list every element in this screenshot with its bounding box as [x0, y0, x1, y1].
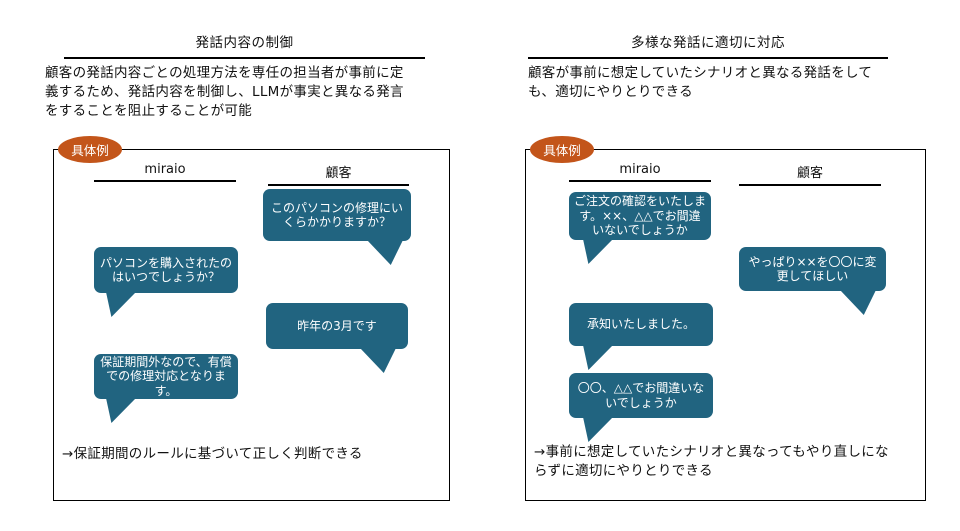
panel-title: 多様な発話に適切に対応: [631, 35, 785, 51]
chat-bubble-text: パソコンを購入されたの はいつでしょうか？: [99, 255, 232, 284]
chat-bubble-miraio: ご注文の確認をいたしま す。××、△△でお間違 いないでしょうか: [569, 192, 711, 264]
bubble-tail: [583, 345, 613, 370]
column-label: 顧客: [796, 166, 823, 181]
chat-bubble-customer: 昨年の3月です: [266, 303, 408, 373]
conclusion-text: →保証期間のルールに基づいて正しく判断できる: [62, 446, 363, 462]
title-underline: [64, 57, 425, 59]
chat-bubble-text: やっぱり××を〇〇に変 更してほしい: [748, 254, 877, 283]
bubble-tail: [840, 290, 876, 315]
column-header-miraio: miraio: [94, 162, 236, 182]
chat-bubble-text: このパソコンの修理にい くらかかりますか？: [270, 200, 403, 229]
example-badge: 具体例: [58, 136, 122, 163]
chat-bubble-text: 昨年の3月です: [297, 318, 377, 333]
panel-description: 顧客が事前に想定していたシナリオと異なる発話をして も、適切にやりとりできる: [528, 65, 873, 100]
column-underline: [739, 184, 881, 186]
chat-bubble-customer: やっぱり××を〇〇に変 更してほしい: [739, 247, 886, 315]
chat-bubble-miraio: パソコンを購入されたの はいつでしょうか？: [94, 247, 238, 317]
column-header-miraio: miraio: [569, 162, 711, 182]
panel-diverse-speech: 多様な発話に適切に対応 顧客が事前に想定していたシナリオと異なる発話をして も、…: [525, 0, 926, 531]
panel-title-block: 発話内容の制御: [64, 31, 425, 59]
title-underline: [528, 57, 888, 59]
panel-description: 顧客の発話内容ごとの処理方法を専任の担当者が事前に定 義するため、発話内容を制御…: [45, 65, 404, 119]
example-badge: 具体例: [530, 136, 594, 163]
column-header-customer: 顧客: [739, 162, 881, 186]
bubble-tail: [583, 417, 613, 442]
chat-bubble-text: ご注文の確認をいたしま す。××、△△でお間違 いないでしょうか: [573, 194, 706, 238]
bubble-tail: [367, 240, 403, 265]
bubble-tail: [360, 348, 396, 373]
panel-title: 発話内容の制御: [195, 35, 294, 51]
example-box: 具体例 miraio 顧客 ご注文の確認をいたしま す。××、△△でお間違 いな…: [525, 136, 926, 501]
example-box: 具体例 miraio 顧客 このパソコンの修理にい くらかかりますか？ パソコン…: [53, 136, 450, 501]
column-label: 顧客: [325, 166, 352, 181]
bubble-tail: [106, 292, 136, 317]
chat-bubble-text: 承知いたしました。: [586, 317, 695, 332]
column-underline: [569, 180, 711, 182]
column-underline: [94, 180, 236, 182]
chat-bubble-miraio: 保証期間外なので、有償 での修理対応となります。: [94, 354, 238, 423]
chat-bubble-text: 保証期間外なので、有償 での修理対応となります。: [100, 354, 232, 398]
panel-title-block: 多様な発話に適切に対応: [528, 31, 888, 59]
column-underline: [268, 184, 409, 186]
chat-bubble-text: 〇〇、△△でお間違いな いでしょうか: [577, 381, 705, 410]
column-header-customer: 顧客: [268, 162, 409, 186]
chat-bubble-miraio: 承知いたしました。: [569, 303, 713, 370]
conclusion-text: →事前に想定していたシナリオと異なってもやり直しにな らずに適切にやりとりできる: [534, 444, 889, 479]
chat-bubble-customer: このパソコンの修理にい くらかかりますか？: [263, 189, 411, 265]
chat-bubble-miraio: 〇〇、△△でお間違いな いでしょうか: [569, 373, 713, 442]
bubble-tail: [106, 398, 136, 423]
column-label: miraio: [619, 162, 661, 177]
panel-speech-control: 発話内容の制御 顧客の発話内容ごとの処理方法を専任の担当者が事前に定 義するため…: [45, 0, 453, 531]
bubble-tail: [583, 239, 613, 264]
column-label: miraio: [144, 162, 186, 177]
